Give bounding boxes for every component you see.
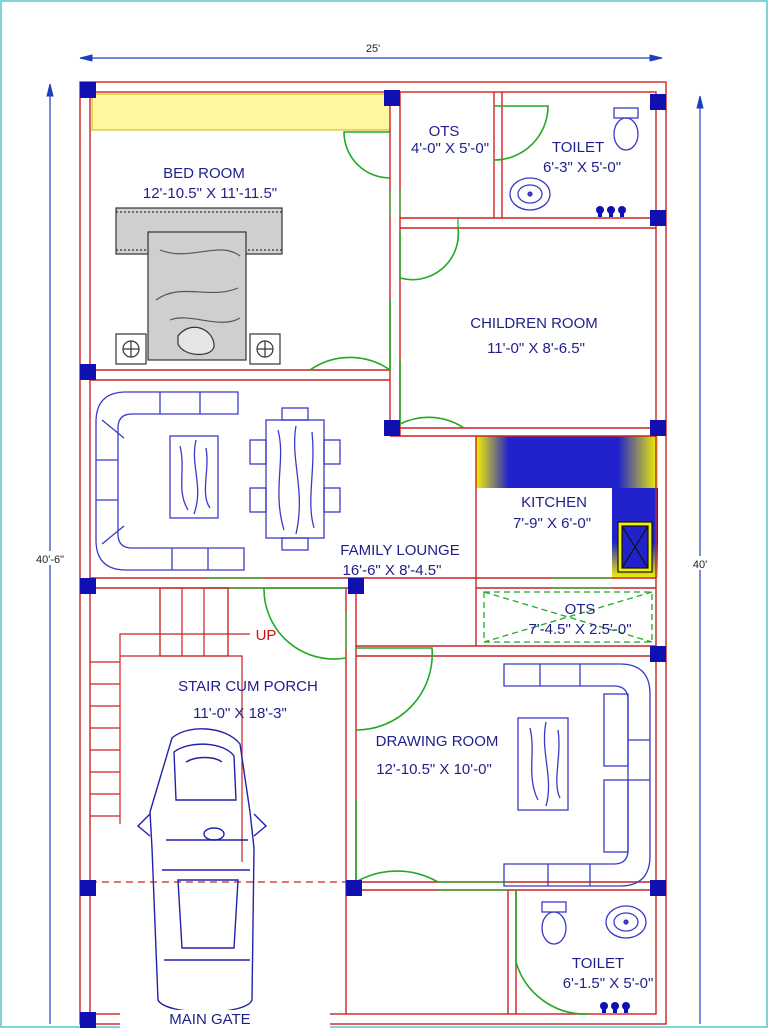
kitchen-size: 7'-9" X 6'-0" <box>513 515 591 532</box>
ots-middle-size: 7'-4.5" X 2.5'-0" <box>528 621 631 638</box>
stove-icon <box>617 521 653 573</box>
staircase <box>90 587 250 862</box>
drawing-room-size: 12'-10.5" X 10'-0" <box>376 761 492 778</box>
bedroom-ots-strip <box>91 93 391 131</box>
tap-icon <box>596 206 626 217</box>
stair-porch-size: 11'-0" X 18'-3" <box>193 705 287 722</box>
bed-room-name: BED ROOM <box>163 165 245 182</box>
kitchen-counter-top <box>476 436 658 488</box>
toilet-bottom-size: 6'-1.5" X 5'-0" <box>563 975 654 992</box>
left-dimension-bg <box>28 551 72 565</box>
children-room-name: CHILDREN ROOM <box>470 315 598 332</box>
top-dimension-label: 25' <box>366 43 380 55</box>
right-dimension-bg <box>684 556 716 570</box>
right-dimension-label: 40' <box>693 559 707 571</box>
toilet-top-fixtures <box>509 107 639 211</box>
lounge-coffee-table <box>169 435 219 519</box>
lounge-sofa <box>95 391 245 571</box>
stair-porch-name: STAIR CUM PORCH <box>178 678 318 695</box>
top-dimension-bg <box>355 40 391 54</box>
main-gate-label: MAIN GATE <box>169 1011 250 1028</box>
kitchen-name: KITCHEN <box>521 494 587 511</box>
dining-table <box>249 407 341 551</box>
family-lounge-size: 16'-6" X 8'-4.5" <box>343 562 442 579</box>
tap-icon <box>600 1002 630 1013</box>
car-icon <box>136 728 268 1013</box>
stair-up-label: UP <box>256 627 277 644</box>
drawing-coffee-table <box>517 717 569 811</box>
ots-top-size: 4'-0" X 5'-0" <box>411 140 489 157</box>
ots-middle-cross <box>483 591 653 643</box>
toilet-bottom-name: TOILET <box>572 955 624 972</box>
family-lounge-name: FAMILY LOUNGE <box>340 542 459 559</box>
left-dimension-label: 40'-6" <box>36 554 64 566</box>
bed-room-size: 12'-10.5" X 11'-11.5" <box>143 185 277 202</box>
toilet-bottom-fixtures <box>541 901 647 945</box>
drawing-room-name: DRAWING ROOM <box>376 733 499 750</box>
door-swings <box>263 105 589 1015</box>
ots-middle-name: OTS <box>565 601 596 618</box>
bed-furniture <box>115 207 283 365</box>
drawing-sofa <box>503 663 651 887</box>
main-gate-opening <box>120 1010 330 1028</box>
children-room-size: 11'-0" X 8'-6.5" <box>487 340 585 357</box>
windows <box>206 190 612 891</box>
columns <box>80 82 666 1028</box>
ots-top-name: OTS <box>429 123 460 140</box>
toilet-top-size: 6'-3" X 5'-0" <box>543 159 621 176</box>
toilet-top-name: TOILET <box>552 139 604 156</box>
